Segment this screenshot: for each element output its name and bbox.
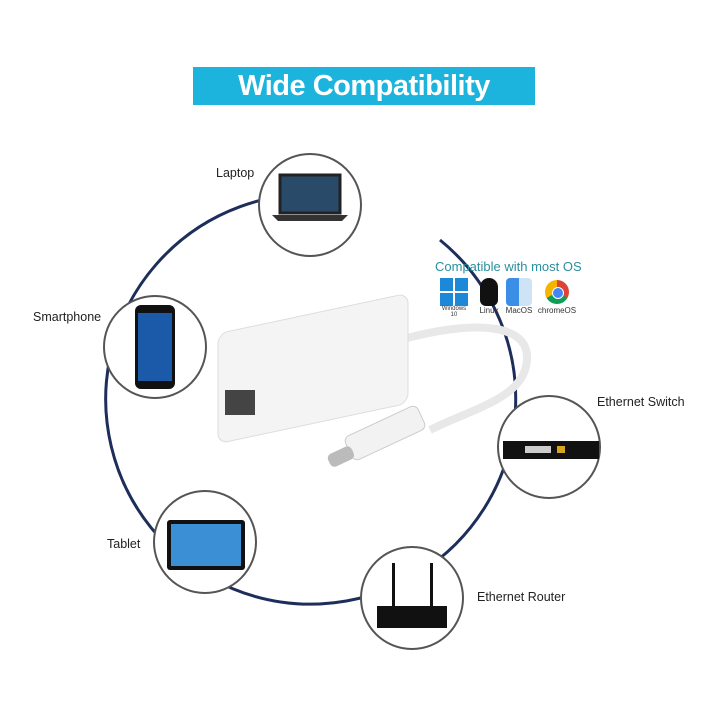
os-macos: MacOS <box>504 278 534 315</box>
smartphone-icon <box>135 305 175 389</box>
usb-c-ethernet-adapter <box>217 294 531 467</box>
macos-finder-icon <box>506 278 532 306</box>
router-icon <box>377 563 447 628</box>
os-chromeos: chromeOS <box>534 278 580 315</box>
os-heading: Compatible with most OS <box>435 259 582 274</box>
os-linux: Linux <box>474 278 504 315</box>
smartphone-circle <box>103 295 207 399</box>
linux-penguin-icon <box>480 278 498 306</box>
tablet-icon <box>167 520 245 570</box>
label-laptop: Laptop <box>216 166 255 180</box>
switch-circle <box>497 395 601 499</box>
chrome-icon <box>545 280 569 304</box>
laptop-icon <box>272 173 348 221</box>
label-switch: Ethernet Switch <box>597 395 685 409</box>
label-tablet: Tablet <box>107 537 141 551</box>
laptop-circle <box>258 153 362 257</box>
windows-icon <box>440 278 468 306</box>
os-windows: Windows 10 <box>438 278 470 318</box>
label-router: Ethernet Router <box>477 590 566 604</box>
tablet-circle <box>153 490 257 594</box>
label-smartphone: Smartphone <box>33 310 102 324</box>
page-title: Wide Compatibility <box>193 67 535 105</box>
switch-icon <box>503 441 599 459</box>
router-circle <box>360 546 464 650</box>
